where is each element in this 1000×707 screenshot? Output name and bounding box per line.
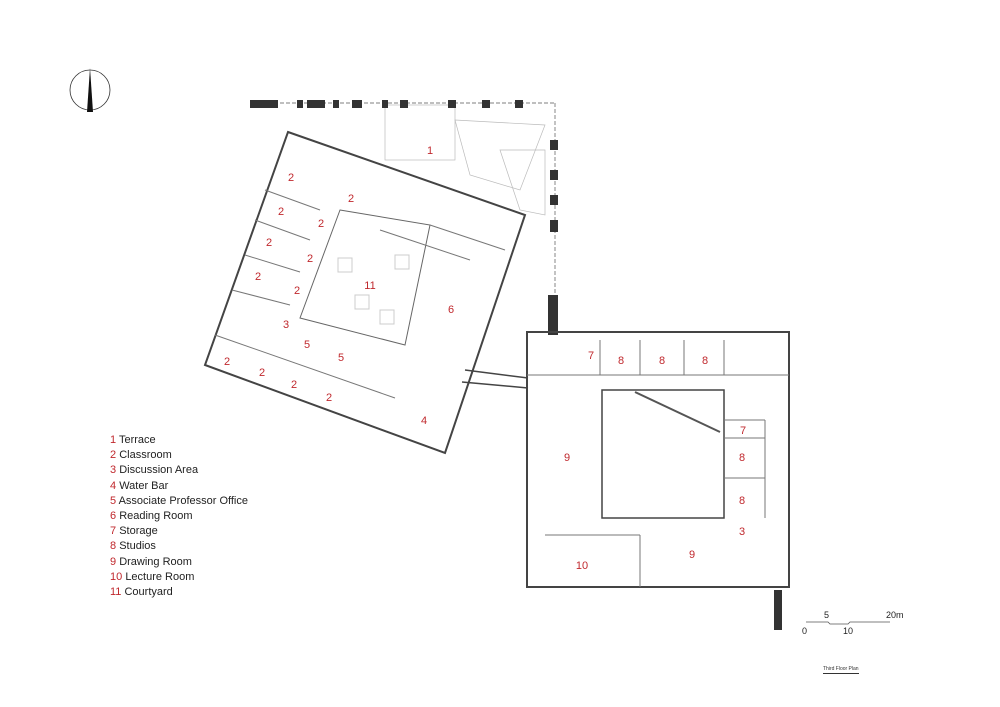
terrace-area bbox=[250, 100, 558, 335]
room-label: 7 bbox=[588, 350, 594, 362]
legend-item: 1 Terrace bbox=[110, 433, 248, 448]
legend-item: 2 Classroom bbox=[110, 448, 248, 463]
legend-item: 7 Storage bbox=[110, 524, 248, 539]
legend-label: Storage bbox=[119, 525, 158, 538]
room-label: 5 bbox=[304, 339, 310, 351]
room-label: 3 bbox=[739, 526, 745, 538]
room-label: 9 bbox=[564, 452, 570, 464]
legend-label: Discussion Area bbox=[119, 464, 199, 477]
legend-label: Reading Room bbox=[119, 510, 193, 523]
room-label: 2 bbox=[348, 193, 354, 205]
legend-item: 5 Associate Professor Office bbox=[110, 494, 248, 509]
legend-label: Courtyard bbox=[124, 586, 173, 599]
room-label: 2 bbox=[294, 285, 300, 297]
legend-number: 8 bbox=[110, 540, 117, 553]
legend-number: 6 bbox=[110, 510, 117, 523]
legend-item: 6 Reading Room bbox=[110, 509, 248, 524]
room-label: 8 bbox=[739, 452, 745, 464]
room-label: 8 bbox=[618, 355, 624, 367]
room-label: 11 bbox=[364, 280, 375, 292]
legend-number: 2 bbox=[110, 449, 117, 462]
room-label: 2 bbox=[326, 392, 332, 404]
scale-tick-10: 10 bbox=[843, 626, 853, 636]
scale-tick-5: 5 bbox=[824, 610, 829, 620]
legend-item: 4 Water Bar bbox=[110, 479, 248, 494]
legend-item: 11 Courtyard bbox=[110, 585, 248, 600]
legend-number: 3 bbox=[110, 464, 117, 477]
legend-number: 11 bbox=[110, 586, 122, 599]
room-labels: 1 2 2 2 2 2 2 2 2 2 2 2 2 3 4 5 5 6 11 7 8 8 8 7 8 8 3 9 9 10 bbox=[224, 145, 746, 572]
room-label: 3 bbox=[283, 319, 289, 331]
legend-item: 3 Discussion Area bbox=[110, 463, 248, 478]
room-label: 2 bbox=[266, 237, 272, 249]
west-building bbox=[203, 130, 529, 455]
legend-label: Lecture Room bbox=[125, 570, 195, 583]
legend-number: 9 bbox=[110, 555, 117, 568]
legend-number: 1 bbox=[110, 434, 117, 446]
legend-item: 8 Studios bbox=[110, 539, 248, 554]
legend-label: Water Bar bbox=[119, 479, 169, 492]
north-arrow-icon bbox=[69, 68, 111, 112]
room-label: 2 bbox=[255, 271, 261, 283]
scale-tick-20m: 20m bbox=[886, 610, 904, 620]
east-building bbox=[526, 331, 790, 630]
scale-bar: 0 5 10 20m bbox=[802, 610, 904, 636]
room-label: 2 bbox=[307, 253, 313, 265]
room-label: 2 bbox=[224, 356, 230, 368]
legend-item: 10 Lecture Room bbox=[110, 570, 248, 585]
room-label: 4 bbox=[421, 415, 427, 427]
room-label: 6 bbox=[448, 304, 454, 316]
room-label: 8 bbox=[702, 355, 708, 367]
room-label: 2 bbox=[318, 218, 324, 230]
room-label: 2 bbox=[291, 379, 297, 391]
legend-number: 4 bbox=[110, 479, 117, 492]
legend-label: Classroom bbox=[119, 449, 172, 462]
legend-label: Associate Professor Office bbox=[118, 494, 248, 507]
room-label: 2 bbox=[288, 172, 294, 184]
room-label: 5 bbox=[338, 352, 344, 364]
legend-label: Drawing Room bbox=[119, 555, 192, 568]
room-label: 10 bbox=[576, 560, 588, 572]
room-label: 9 bbox=[689, 549, 695, 561]
room-label: 1 bbox=[427, 145, 433, 157]
legend-label: Terrace bbox=[118, 434, 156, 446]
scale-tick-0: 0 bbox=[802, 626, 807, 636]
room-label: 7 bbox=[740, 425, 746, 437]
room-label: 8 bbox=[659, 355, 665, 367]
plan-title: Third Floor Plan bbox=[823, 666, 859, 674]
legend-number: 10 bbox=[110, 570, 123, 583]
legend-item: 9 Drawing Room bbox=[110, 555, 248, 570]
legend-number: 5 bbox=[110, 494, 117, 507]
legend-label: Studios bbox=[119, 540, 156, 553]
room-label: 2 bbox=[278, 206, 284, 218]
legend-number: 7 bbox=[110, 525, 117, 538]
room-label: 8 bbox=[739, 495, 745, 507]
room-label: 2 bbox=[259, 367, 265, 379]
